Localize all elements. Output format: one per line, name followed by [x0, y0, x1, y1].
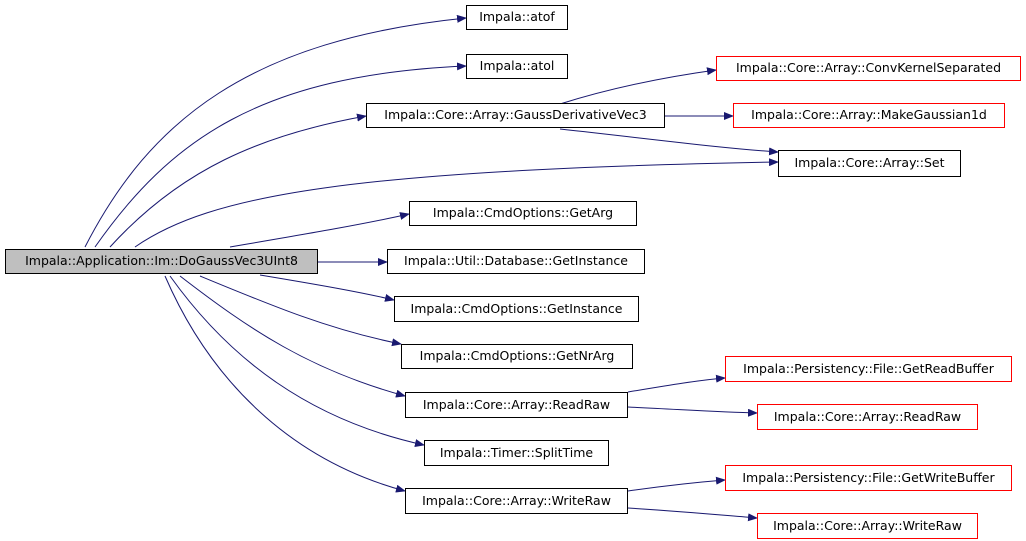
- node-write-raw-label: Impala::Core::Array::WriteRaw: [422, 492, 611, 508]
- node-gauss-derivative-vec3-label: Impala::Core::Array::GaussDerivativeVec3: [384, 107, 647, 123]
- edge-root-to-cmd-get-instance: [259, 274, 395, 302]
- node-get-arg-label: Impala::CmdOptions::GetArg: [432, 205, 614, 221]
- root-function-node: Impala::Application::Im::DoGaussVec3UInt…: [5, 249, 318, 274]
- node-get-write-buffer-label: Impala::Persistency::File::GetWriteBuffe…: [742, 469, 995, 485]
- node-write-raw[interactable]: Impala::Core::Array::WriteRaw: [405, 488, 628, 514]
- node-atof[interactable]: Impala::atof: [466, 5, 568, 30]
- edge-gauss-to-set: [559, 128, 779, 156]
- edge-write-raw-to-write-raw-ext: [627, 507, 758, 522]
- node-write-raw-external[interactable]: Impala::Core::Array::WriteRaw: [757, 513, 978, 539]
- node-get-read-buffer[interactable]: Impala::Persistency::File::GetReadBuffer: [725, 356, 1012, 382]
- node-atof-label: Impala::atof: [479, 9, 555, 25]
- node-get-arg[interactable]: Impala::CmdOptions::GetArg: [409, 201, 637, 226]
- edge-read-raw-to-get-read-buffer: [627, 374, 726, 393]
- edge-root-to-split-time: [169, 275, 425, 447]
- edge-root-to-atof: [84, 14, 467, 248]
- node-split-time-label: Impala::Timer::SplitTime: [439, 444, 594, 460]
- node-cmd-get-instance-label: Impala::CmdOptions::GetInstance: [410, 300, 623, 316]
- node-cmd-get-instance[interactable]: Impala::CmdOptions::GetInstance: [394, 296, 639, 322]
- node-db-get-instance[interactable]: Impala::Util::Database::GetInstance: [387, 249, 645, 274]
- edge-gauss-to-conv-kernel: [559, 67, 717, 105]
- node-read-raw[interactable]: Impala::Core::Array::ReadRaw: [405, 392, 628, 418]
- edge-root-to-get-nr-arg: [199, 275, 402, 347]
- node-read-raw-external[interactable]: Impala::Core::Array::ReadRaw: [757, 404, 978, 430]
- edge-root-to-gauss-derivative-vec3: [109, 113, 367, 248]
- node-atol[interactable]: Impala::atol: [466, 54, 568, 79]
- edge-read-raw-to-read-raw-ext: [627, 406, 758, 417]
- node-gauss-derivative-vec3[interactable]: Impala::Core::Array::GaussDerivativeVec3: [366, 103, 665, 128]
- node-db-get-instance-label: Impala::Util::Database::GetInstance: [404, 253, 628, 269]
- edge-root-to-read-raw: [179, 275, 406, 398]
- node-get-nr-arg[interactable]: Impala::CmdOptions::GetNrArg: [401, 344, 633, 369]
- edge-root-to-get-arg: [229, 212, 410, 248]
- node-write-raw-external-label: Impala::Core::Array::WriteRaw: [773, 517, 962, 533]
- node-make-gaussian1d[interactable]: Impala::Core::Array::MakeGaussian1d: [733, 103, 1005, 128]
- node-conv-kernel-separated-label: Impala::Core::Array::ConvKernelSeparated: [735, 60, 1002, 76]
- edge-root-to-set: [134, 158, 779, 248]
- node-make-gaussian1d-label: Impala::Core::Array::MakeGaussian1d: [751, 107, 987, 123]
- node-read-raw-external-label: Impala::Core::Array::ReadRaw: [773, 408, 962, 424]
- node-set[interactable]: Impala::Core::Array::Set: [778, 150, 961, 177]
- node-get-nr-arg-label: Impala::CmdOptions::GetNrArg: [419, 348, 615, 364]
- root-function-label: Impala::Application::Im::DoGaussVec3UInt…: [25, 253, 298, 269]
- node-get-write-buffer[interactable]: Impala::Persistency::File::GetWriteBuffe…: [725, 465, 1012, 491]
- node-read-raw-label: Impala::Core::Array::ReadRaw: [422, 396, 611, 412]
- node-atol-label: Impala::atol: [479, 58, 555, 74]
- edge-root-to-atol: [94, 62, 467, 248]
- node-set-label: Impala::Core::Array::Set: [794, 155, 945, 171]
- node-split-time[interactable]: Impala::Timer::SplitTime: [424, 440, 609, 466]
- edge-write-raw-to-get-write-buffer: [627, 476, 726, 492]
- edge-root-to-write-raw: [164, 275, 406, 493]
- node-get-read-buffer-label: Impala::Persistency::File::GetReadBuffer: [743, 360, 994, 376]
- node-conv-kernel-separated[interactable]: Impala::Core::Array::ConvKernelSeparated: [716, 56, 1021, 81]
